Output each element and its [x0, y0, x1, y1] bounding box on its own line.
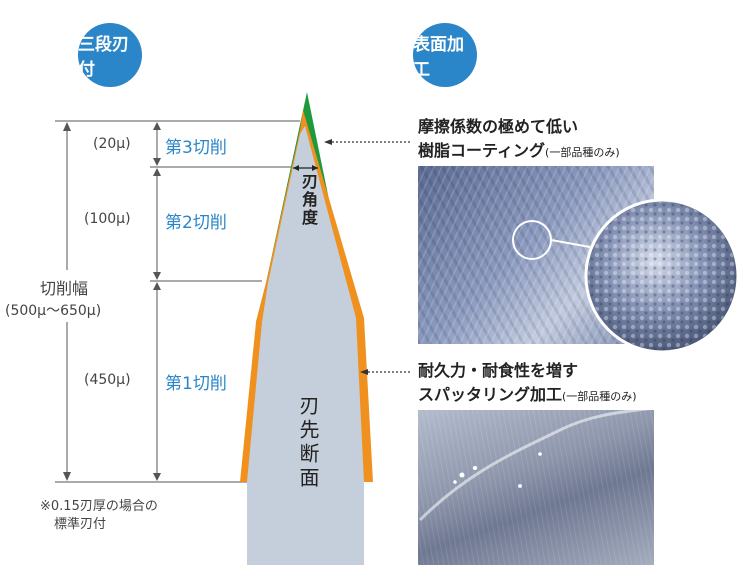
- blade-section-label: 刃先断面: [296, 395, 320, 491]
- sputter-heading-line1: 耐久力・耐食性を増す: [418, 361, 579, 380]
- sputter-heading-line2: スパッタリング加工(一部品種のみ): [418, 385, 637, 404]
- note-line2: 標準刃付: [54, 517, 107, 532]
- sputter-heading: 耐久力・耐食性を増す スパッタリング加工(一部品種のみ): [418, 359, 637, 409]
- stage1-name: 第1切削: [165, 374, 227, 394]
- stage1-size: (450μ): [84, 372, 131, 388]
- stage2-name: 第2切削: [165, 213, 227, 233]
- stage3-name: 第3切削: [165, 138, 227, 158]
- stage3-size: (20μ): [93, 136, 131, 152]
- blade-cross-section: [247, 126, 364, 565]
- coating-heading-line1: 摩擦係数の極めて低い: [418, 117, 579, 136]
- coating-heading-line2: 樹脂コーティング(一部品種のみ): [418, 141, 620, 160]
- badge-three-stage-edge: 三段刃付: [78, 23, 142, 87]
- note-line1: ※0.15刃厚の場合の: [40, 499, 158, 514]
- coating-heading: 摩擦係数の極めて低い 樹脂コーティング(一部品種のみ): [418, 115, 620, 165]
- badge-surface-treatment: 表面加工: [413, 23, 477, 87]
- stage2-size: (100μ): [84, 211, 131, 227]
- blade-angle-label: 刃角度: [299, 173, 318, 227]
- total-width-value: (500μ〜650μ): [5, 300, 102, 320]
- total-width-label: 切削幅: [40, 275, 89, 299]
